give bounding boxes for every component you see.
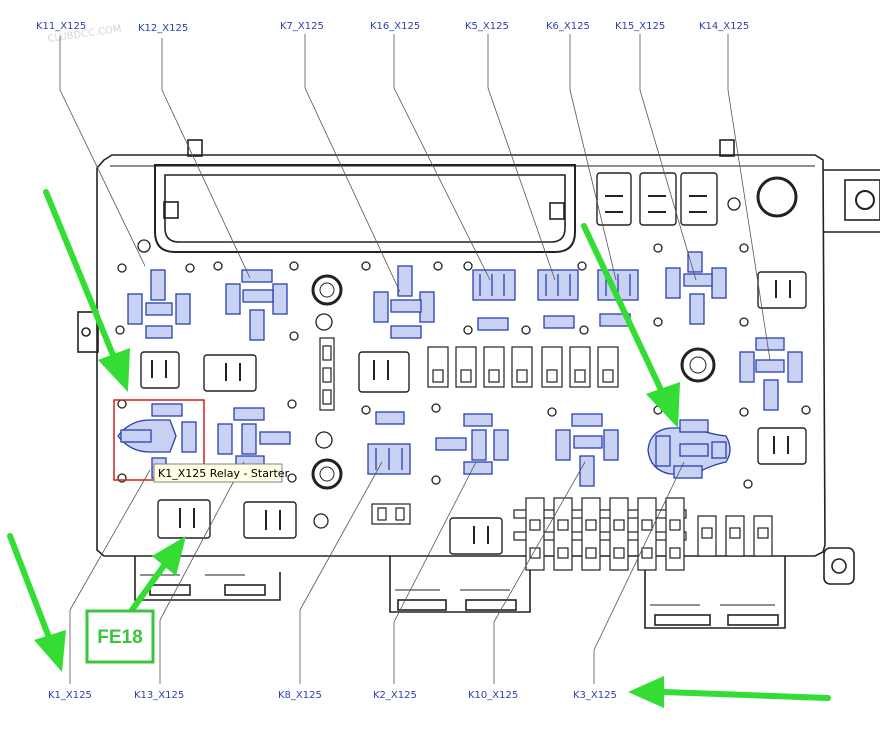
label-k1: K1_X125 [48,690,92,701]
label-k14: K14_X125 [699,21,749,32]
tooltip: K1_X125 Relay - Starter [153,463,290,483]
green-arrows [7,189,831,708]
label-k12: K12_X125 [138,23,188,34]
fuses [319,337,773,571]
label-k8: K8_X125 [278,690,322,701]
leader-lines [59,34,771,684]
screws [311,176,798,490]
mounting-holes [115,197,811,529]
label-k2: K2_X125 [373,690,417,701]
fe18-label: FE18 [97,627,142,648]
label-k7: K7_X125 [280,21,324,32]
bottom-labels: K1_X125 K13_X125 K8_X125 K2_X125 K10_X12… [48,690,617,701]
label-k6: K6_X125 [546,21,590,32]
top-labels: K11_X125 K12_X125 K7_X125 K16_X125 K5_X1… [36,21,749,34]
relay-sockets [117,251,803,487]
label-k16: K16_X125 [370,21,420,32]
label-k11: K11_X125 [36,21,86,32]
label-k10: K10_X125 [468,690,518,701]
label-k5: K5_X125 [465,21,509,32]
housing [77,139,880,629]
label-k3: K3_X125 [573,690,617,701]
fe18-callout: FE18 [85,609,155,664]
tooltip-text: K1_X125 Relay - Starter [158,467,290,480]
two-pin-connectors [140,172,807,555]
label-k13: K13_X125 [134,690,184,701]
label-k15: K15_X125 [615,21,665,32]
